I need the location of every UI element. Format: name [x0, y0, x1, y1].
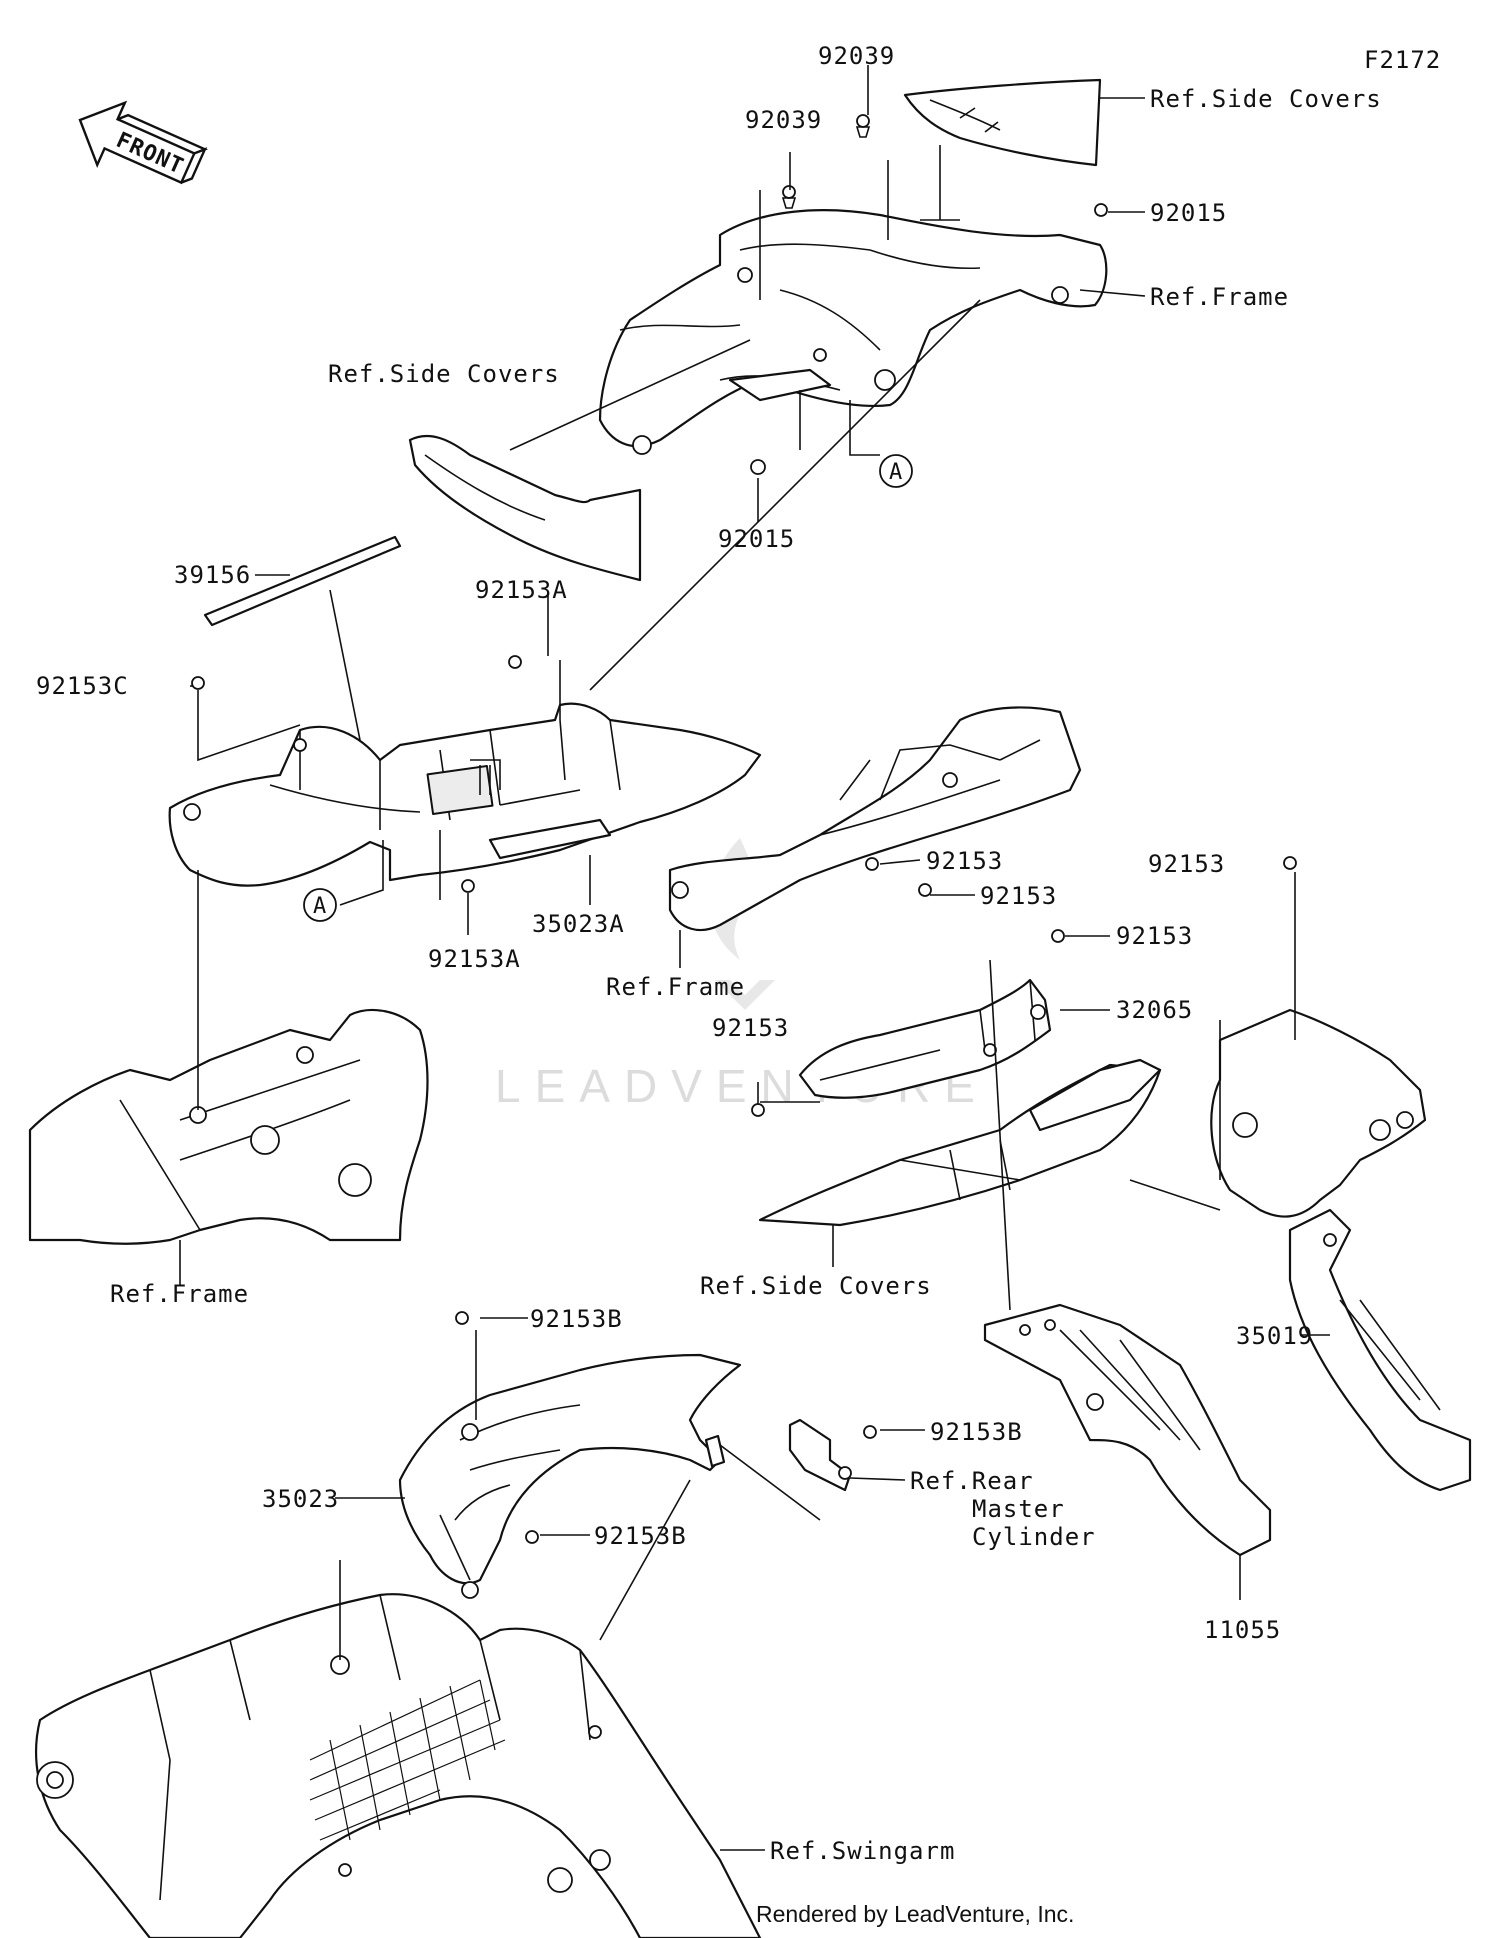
label-92039-top: 92039: [818, 42, 895, 70]
callout-a-top: A: [879, 454, 913, 488]
label-ref-rear-master-3: Cylinder: [972, 1523, 1096, 1551]
label-ref-frame-mid: Ref.Frame: [606, 973, 745, 1001]
callout-a-bottom-text: A: [313, 894, 327, 919]
label-92153-d: 92153: [1148, 850, 1225, 878]
sticker-39156: [203, 535, 402, 627]
label-92153-e: 92153: [712, 1014, 789, 1042]
label-92153A-top: 92153A: [475, 576, 568, 604]
credit-text: Rendered by LeadVenture, Inc.: [756, 1901, 1074, 1927]
callout-a-bottom: A: [303, 888, 337, 922]
bolts: [191, 655, 1297, 1544]
swingarm: [34, 1593, 762, 1938]
label-92015-bottom: 92015: [718, 525, 795, 553]
label-92015-right: 92015: [1150, 199, 1227, 227]
bracket-35019: [1210, 1008, 1472, 1492]
bracket-32065: [798, 978, 1052, 1099]
label-92153B-mid: 92153B: [594, 1522, 687, 1550]
fender-35023: [398, 1353, 742, 1599]
label-ref-rear-master-2: Master: [972, 1495, 1065, 1523]
label-ref-rear-master-1: Ref.Rear: [910, 1467, 1034, 1495]
label-92153-b: 92153: [980, 882, 1057, 910]
side-cover-left-panel: [408, 435, 642, 582]
label-ref-frame-bottom: Ref.Frame: [110, 1280, 249, 1308]
label-ref-side-covers-bottom: Ref.Side Covers: [700, 1272, 932, 1300]
label-32065: 32065: [1116, 996, 1193, 1024]
label-92153B-right: 92153B: [930, 1418, 1023, 1446]
side-cover-lower: [758, 1058, 1162, 1227]
diagram-code: F2172: [1364, 46, 1441, 74]
label-ref-swingarm: Ref.Swingarm: [770, 1837, 955, 1865]
label-ref-side-covers-left: Ref.Side Covers: [328, 360, 560, 388]
label-35023: 35023: [262, 1485, 339, 1513]
undercover-35023A: [168, 702, 762, 887]
label-ref-side-covers-top: Ref.Side Covers: [1150, 85, 1382, 113]
label-ref-frame-top: Ref.Frame: [1150, 283, 1289, 311]
labels: 92039 92039 Ref.Side Covers 92015 Ref.Fr…: [36, 42, 1382, 1865]
label-92039-mid: 92039: [745, 106, 822, 134]
label-92153-a: 92153: [926, 847, 1003, 875]
swingarm-mesh: [309, 1679, 506, 1841]
label-39156: 39156: [174, 561, 251, 589]
label-35019: 35019: [1236, 1322, 1313, 1350]
front-arrow-icon: FRONT: [78, 100, 209, 185]
frame-tail-mid: [668, 706, 1082, 932]
upper-frame-assembly: [598, 78, 1108, 475]
rear-master-cylinder-bracket: [788, 1418, 852, 1492]
label-92153C: 92153C: [36, 672, 129, 700]
frame-lower-left: [28, 1008, 429, 1245]
label-35023A: 35023A: [532, 910, 625, 938]
label-92153-c: 92153: [1116, 922, 1193, 950]
stay-11055: [983, 1303, 1272, 1557]
label-11055: 11055: [1204, 1616, 1281, 1644]
leader-lines: [179, 65, 1330, 1851]
label-92153A-bottom: 92153A: [428, 945, 521, 973]
callout-a-top-text: A: [889, 460, 903, 485]
label-92153B-top: 92153B: [530, 1305, 623, 1333]
